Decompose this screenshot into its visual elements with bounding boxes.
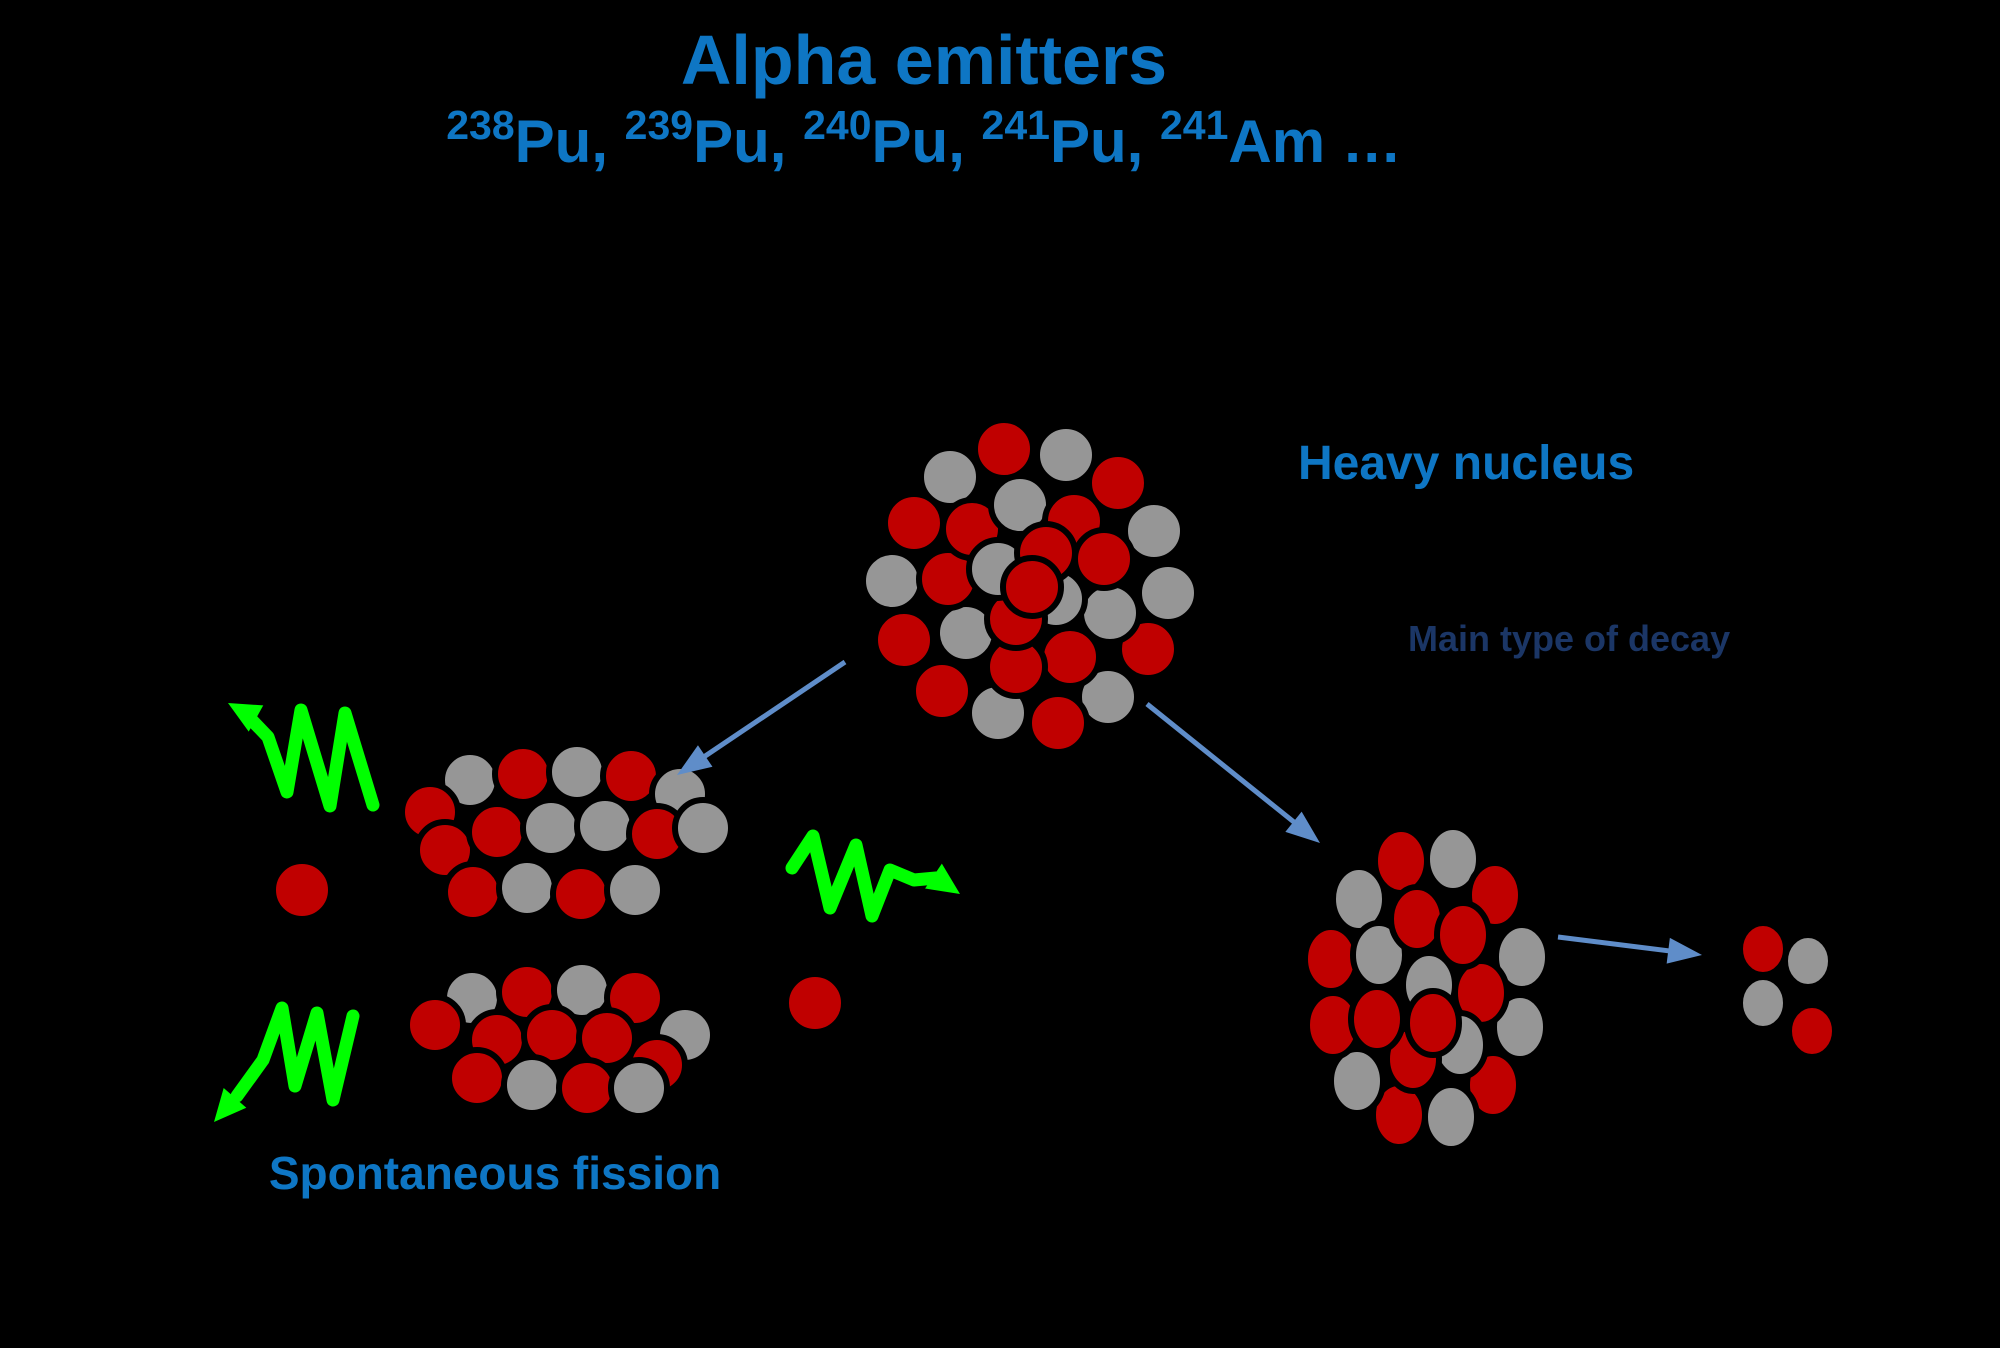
fission-fragment-lower	[404, 959, 716, 1119]
nucleon-gray	[1491, 992, 1549, 1062]
nucleon-red	[1404, 988, 1462, 1058]
heavy-nucleus-label: Heavy nucleus	[1298, 437, 1635, 490]
arrowhead-icon	[677, 745, 713, 775]
nucleon-red	[404, 994, 466, 1056]
nucleon-gray	[1782, 932, 1834, 990]
nucleon-gray	[1350, 920, 1408, 990]
nucleon-gray	[860, 549, 924, 613]
nucleon-gray	[496, 857, 558, 919]
isotope-239pu: 239Pu,	[624, 102, 804, 175]
nucleon-gray	[1076, 665, 1140, 729]
nucleon-red	[1786, 1002, 1838, 1060]
nucleon-gray	[672, 797, 734, 859]
heavy-nucleus	[860, 417, 1200, 755]
nucleon-gray	[1034, 423, 1098, 487]
nucleon-red	[556, 1057, 618, 1119]
nucleon-red	[1302, 924, 1360, 994]
gamma-ray-arrow-upper-left	[228, 703, 380, 813]
free-nucleon-red	[783, 971, 847, 1035]
nucleon-gray	[1422, 1082, 1480, 1152]
nucleon-gray	[501, 1054, 563, 1116]
isotope-list: 238Pu, 239Pu, 240Pu, 241Pu, 241Am …	[0, 105, 1848, 172]
nucleon-red	[466, 801, 528, 863]
nucleon-red	[446, 1047, 508, 1109]
nucleon-gray	[608, 1057, 670, 1119]
wavy-shaft	[230, 1001, 360, 1107]
isotope-241pu: 241Pu,	[981, 102, 1160, 175]
nucleon-gray	[604, 859, 666, 921]
arrowhead-icon	[214, 1088, 247, 1122]
nucleon-gray	[1122, 499, 1186, 563]
nucleon-red	[492, 743, 554, 805]
nucleon-red	[1372, 826, 1430, 896]
nucleon-gray	[546, 741, 608, 803]
nucleon-red	[1000, 555, 1064, 619]
arrowhead-icon	[228, 703, 264, 732]
wavy-shaft	[237, 703, 380, 813]
isotope-241am: 241Am …	[1159, 102, 1402, 175]
nucleon-red	[442, 861, 504, 923]
arrowhead-icon	[1285, 811, 1320, 843]
arrow-shaft	[1557, 934, 1679, 955]
gamma-ray-arrow-lower-left	[214, 1001, 360, 1122]
nucleon-gray	[1493, 922, 1551, 992]
nucleon-gray	[1328, 1046, 1386, 1116]
nucleon-gray	[520, 797, 582, 859]
nucleon-red	[1086, 451, 1150, 515]
page-title: Alpha emitters	[680, 21, 1168, 99]
nucleon-red	[1038, 625, 1102, 689]
nucleon-red	[1434, 900, 1492, 970]
nucleon-red	[1737, 920, 1789, 978]
free-nucleon-red	[270, 858, 334, 922]
nucleon-red	[1348, 984, 1406, 1054]
isotope-238pu: 238Pu,	[446, 102, 625, 175]
nucleon-red	[1026, 691, 1090, 755]
daughter-nucleus	[1302, 824, 1551, 1152]
wavy-shaft	[785, 829, 943, 923]
arrow-alpha-emission	[1557, 934, 1702, 964]
nucleon-gray	[1424, 824, 1482, 894]
arrowhead-icon	[925, 863, 960, 894]
nucleon-red	[1072, 527, 1136, 591]
arrow-to-spontaneous-fission	[677, 659, 847, 775]
fission-fragment-upper	[399, 741, 734, 925]
nucleon-gray	[574, 795, 636, 857]
gamma-ray-arrow-middle	[785, 829, 960, 923]
nucleon-gray	[1737, 974, 1789, 1032]
arrowhead-icon	[1666, 937, 1702, 964]
nucleon-red	[550, 863, 612, 925]
nucleon-red	[872, 608, 936, 672]
nucleon-gray	[1136, 561, 1200, 625]
spontaneous-fission-label: Spontaneous fission	[268, 1147, 722, 1199]
nucleon-red	[910, 659, 974, 723]
nucleon-red	[972, 417, 1036, 481]
arrow-shaft	[1145, 702, 1304, 831]
alpha-particle	[1737, 920, 1838, 1060]
isotope-240pu: 240Pu,	[803, 102, 982, 175]
main-type-of-decay-label: Main type of decay	[1408, 618, 1731, 659]
arrow-to-alpha-decay	[1145, 702, 1320, 843]
arrow-shaft	[695, 659, 847, 764]
